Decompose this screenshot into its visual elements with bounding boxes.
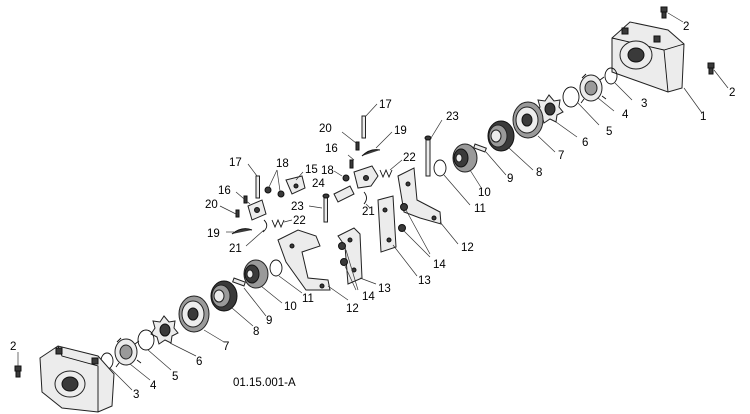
callout-10-left: 10 [284, 301, 297, 313]
part-22-spring-left [271, 218, 285, 229]
part-1-housing-cover [611, 21, 685, 93]
part-3-ring-right [604, 67, 618, 85]
callout-7-right: 7 [558, 150, 564, 162]
callout-5-right: 5 [606, 126, 612, 138]
callout-2-right: 2 [729, 87, 735, 99]
callout-4-left: 4 [150, 380, 157, 392]
part-17-pin-left [255, 175, 260, 199]
callout-20-right: 20 [319, 123, 332, 135]
part-10-clutch-right [452, 143, 478, 173]
callout-14-left: 14 [362, 291, 375, 303]
callout-14-right: 14 [433, 259, 446, 271]
part-18-nuts-left [264, 186, 285, 198]
part-20-pin-right [355, 141, 360, 151]
callout-1: 1 [700, 111, 706, 123]
callout-20-left: 20 [205, 199, 218, 211]
part-22-spring-right [379, 168, 393, 179]
callout-11-left: 11 [302, 293, 314, 305]
callout-5-left: 5 [172, 371, 178, 383]
part-7-bearing-left [178, 295, 210, 333]
part-12-bracket-left [277, 229, 331, 291]
part-23-bolt-middle [322, 193, 330, 223]
part-2-screw-right [707, 62, 715, 75]
part-16-bracket-left [247, 199, 267, 221]
callout-12-right: 12 [461, 242, 474, 254]
part-6-star-washer-left [150, 315, 179, 345]
part-16-pin-left [243, 195, 248, 204]
part-12-bracket-right [397, 167, 442, 225]
part-13-bracket-left [337, 227, 363, 285]
part-9-pin-left [232, 277, 246, 287]
callout-21-left: 21 [229, 243, 242, 255]
part-3-oring-right [562, 86, 580, 108]
callout-17-right: 17 [379, 99, 392, 111]
callout-23-right: 23 [446, 111, 459, 123]
part-19-spring-right [361, 149, 381, 157]
part-2-screw-left [14, 365, 22, 378]
part-13-bracket-right [377, 195, 397, 253]
part-9-pin-right [473, 143, 487, 153]
callout-22-right: 22 [403, 152, 416, 164]
part-15-lever-left [285, 175, 306, 195]
callout-18-right: 18 [321, 165, 334, 177]
callout-9-left: 9 [266, 315, 272, 327]
callout-19-right: 19 [394, 125, 407, 137]
part-21-clip-right [363, 191, 367, 205]
part-11-washer-right [433, 159, 447, 177]
part-20-pin-left [235, 209, 240, 218]
callout-19-left: 19 [207, 228, 220, 240]
callout-18-left: 18 [276, 158, 289, 170]
callout-15: 15 [305, 164, 318, 176]
callout-9-right: 9 [507, 173, 513, 185]
part-16-pin-right [349, 159, 354, 169]
part-8-coil-right [487, 120, 515, 152]
callout-10-right: 10 [478, 187, 491, 199]
part-21-clip-left [262, 219, 268, 233]
callout-24: 24 [312, 178, 325, 190]
callout-6-left: 6 [196, 356, 202, 368]
callout-4-right: 4 [622, 109, 629, 121]
callout-3-right: 3 [641, 98, 647, 110]
callout-6-right: 6 [582, 137, 588, 149]
callout-11-right: 11 [474, 203, 486, 215]
callout-16-right: 16 [325, 143, 338, 155]
callout-17-left: 17 [229, 157, 242, 169]
callout-16-left: 16 [218, 185, 231, 197]
callout-23-left: 23 [291, 201, 304, 213]
callout-22-left: 22 [293, 215, 306, 227]
figure-code: 01.15.001-A [233, 377, 296, 389]
part-14-nuts-right [398, 203, 408, 232]
callout-2-top: 2 [683, 21, 689, 33]
part-7-bearing-right [512, 101, 544, 139]
part-17-pin-right [361, 115, 366, 139]
part-23-bolt-right [424, 135, 432, 177]
part-housing-left [39, 345, 115, 413]
callout-8-left: 8 [253, 326, 259, 338]
callout-13-left: 13 [378, 283, 391, 295]
part-18-nut-right [342, 174, 350, 182]
callout-3-left: 3 [133, 389, 139, 401]
part-5-oring-left [137, 329, 155, 351]
part-10-clutch-left [243, 259, 269, 289]
part-14-nuts-left [338, 242, 348, 266]
part-2-screw-top [660, 6, 668, 19]
part-4-gear-right [579, 73, 607, 104]
part-8-coil-left [210, 280, 238, 312]
part-4-gear-left [114, 337, 142, 368]
callout-21-right: 21 [362, 206, 375, 218]
callout-7-left: 7 [223, 341, 229, 353]
callout-13-right: 13 [418, 275, 431, 287]
part-15-lever-right [353, 165, 379, 189]
part-11-washer-left [269, 259, 283, 277]
callout-2-left: 2 [10, 341, 16, 353]
callout-12-left: 12 [346, 303, 359, 315]
part-19-spring-left [231, 228, 253, 235]
part-24-link-right [333, 185, 355, 203]
callout-8-right: 8 [536, 167, 542, 179]
